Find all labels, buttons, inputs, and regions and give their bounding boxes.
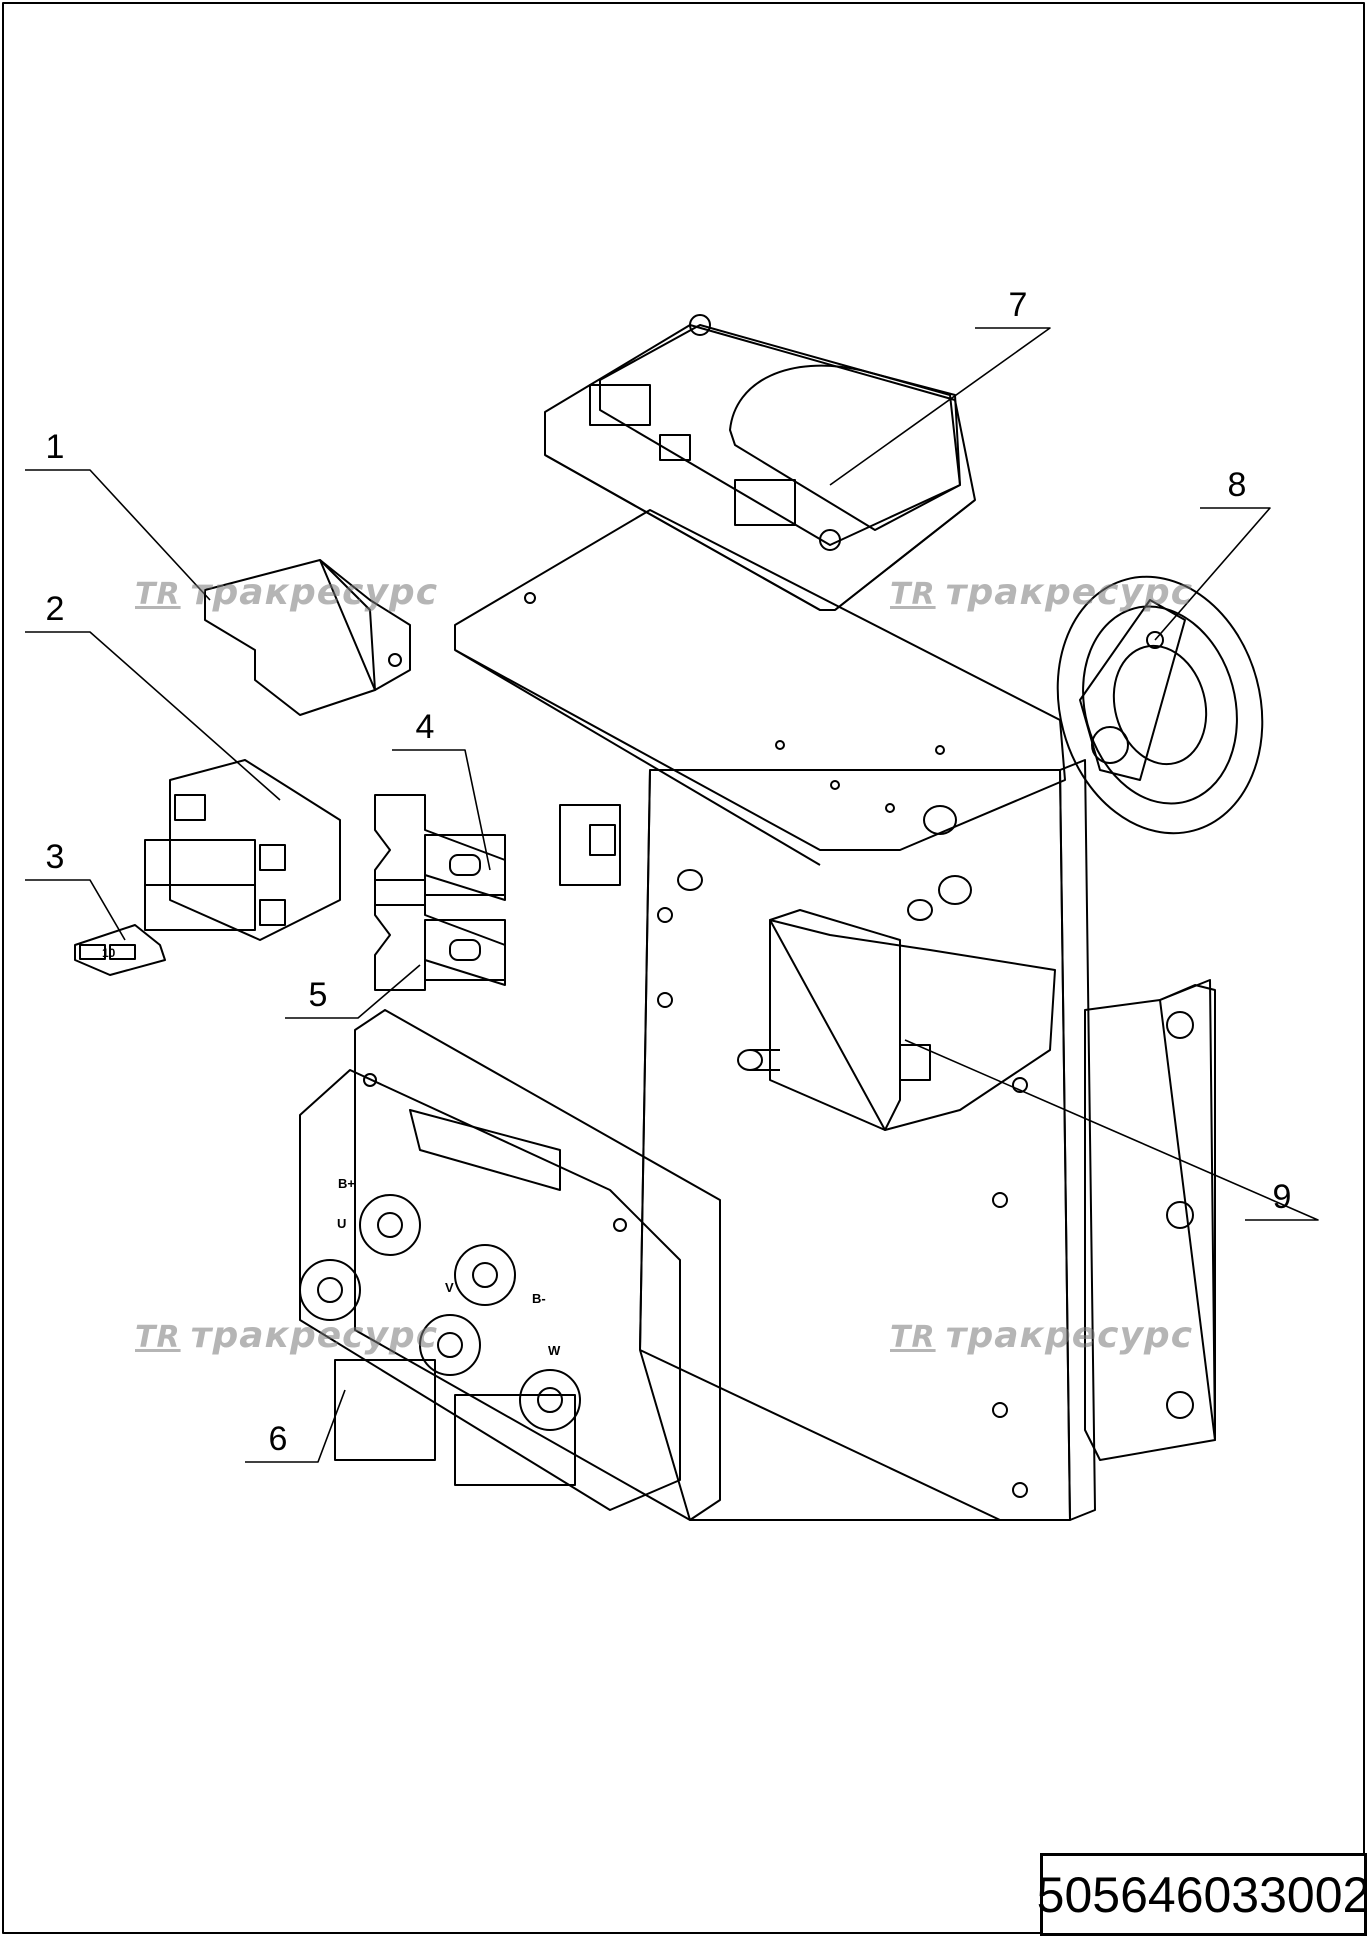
callout-2: 2: [46, 590, 65, 628]
leader-lines: [25, 327, 1319, 1463]
callout-6: 6: [269, 1420, 288, 1458]
part-9-contactor: [737, 909, 1056, 1131]
terminal-label-w: W: [548, 1343, 561, 1358]
watermark-top-left: TR тракресурс: [135, 572, 438, 613]
callout-3: 3: [46, 838, 65, 876]
watermark-bottom-right: TR тракресурс: [890, 1315, 1193, 1356]
watermark-logo: TR: [890, 577, 936, 612]
part-1-relay: [204, 559, 411, 716]
document-number: 505646033002: [1037, 1853, 1367, 1936]
bolt-fittings: [559, 804, 972, 921]
terminal-label-u: U: [337, 1216, 346, 1231]
watermark-logo: TR: [135, 577, 181, 612]
part-8-horn: [1056, 575, 1264, 835]
watermark-logo: TR: [135, 1320, 181, 1355]
terminal-labels: B+ U V B- W 10: [102, 946, 561, 1358]
callout-9: 9: [1273, 1178, 1292, 1216]
watermark-text: тракресурс: [190, 1315, 439, 1356]
callout-4: 4: [416, 708, 435, 746]
fuse-label: 10: [102, 946, 116, 960]
watermark-bottom-left: TR тракресурс: [135, 1315, 438, 1356]
watermark-logo: TR: [890, 1320, 936, 1355]
part-2-relay-block: [144, 759, 341, 941]
mounting-plate: [639, 759, 1096, 1521]
terminal-label-bplus: B+: [338, 1176, 355, 1191]
top-plate: [454, 509, 1066, 866]
watermark-top-right: TR тракресурс: [890, 572, 1193, 613]
callout-numbers: 1 2 3 4 5 6 7 8 9: [46, 286, 1292, 1458]
watermark-text: тракресурс: [945, 572, 1194, 613]
part-5-strip-fuse: [374, 879, 506, 991]
watermark-text: тракресурс: [945, 1315, 1194, 1356]
part-6-motor-controller: [299, 1009, 721, 1521]
terminal-label-v: V: [445, 1280, 454, 1295]
watermark-text: тракресурс: [190, 572, 439, 613]
terminal-label-bminus: B-: [532, 1291, 546, 1306]
part-7-controller-module: [544, 314, 976, 611]
callout-1: 1: [46, 428, 65, 466]
callout-5: 5: [309, 976, 328, 1014]
part-3-blade-fuse: [74, 924, 166, 976]
side-bracket: [1084, 979, 1216, 1461]
callout-7: 7: [1009, 286, 1028, 324]
callout-8: 8: [1228, 466, 1247, 504]
